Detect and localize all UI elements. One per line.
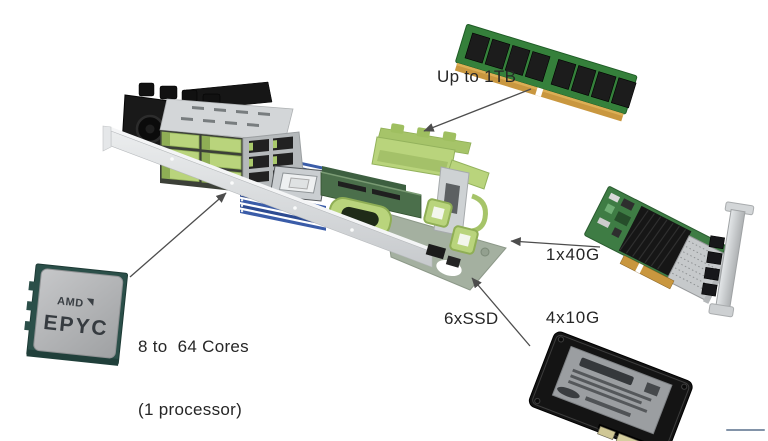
memory-chips <box>464 32 637 109</box>
nic-bracket <box>701 201 755 318</box>
network-callout-line2: 4x10G <box>545 308 600 327</box>
memory-arrow <box>423 88 532 132</box>
front-rail <box>102 125 433 268</box>
storage-arrow <box>471 277 531 347</box>
amd-logo-text: AMD <box>57 295 85 310</box>
ssd-label <box>551 345 673 435</box>
green-clips <box>423 198 479 255</box>
amd-logo-arrow-icon <box>86 298 94 306</box>
cpu-image: AMD EPYC <box>24 263 129 366</box>
sfp-ports <box>701 235 725 297</box>
ssd-screws <box>534 336 688 405</box>
memory-callout-label: Up to 1TB <box>437 67 517 86</box>
nic-components <box>597 192 635 238</box>
pcie-edge <box>619 255 675 290</box>
processor-callout-label: 8 to 64 Cores (1 processor) <box>138 294 249 441</box>
edge-connectors <box>425 243 461 268</box>
cpu-socket <box>269 165 327 202</box>
footer-rule <box>726 429 765 431</box>
callout-arrows <box>129 88 601 347</box>
ram-module-image <box>454 23 638 122</box>
processor-callout-line1: 8 to 64 Cores <box>138 337 249 356</box>
sata-connector <box>597 423 654 441</box>
bay-clips <box>249 140 277 167</box>
network-callout-line1: 1x40G <box>545 245 600 264</box>
processor-arrow <box>129 192 227 278</box>
server-blade-image <box>102 81 507 291</box>
processor-callout-line2: (1 processor) <box>138 400 243 419</box>
network-arrow <box>510 237 601 248</box>
nic-image <box>584 186 755 318</box>
storage-callout-label: 6xSSD <box>444 309 499 328</box>
cpu-pins <box>24 281 36 331</box>
nic-heatsink <box>618 205 692 276</box>
network-callout-label: 1x40G 4x10G <box>530 202 600 349</box>
cage-vents <box>181 106 270 127</box>
cpu-heat-spreader <box>33 268 124 359</box>
ssd-image <box>528 331 693 441</box>
riser-board <box>320 166 422 219</box>
